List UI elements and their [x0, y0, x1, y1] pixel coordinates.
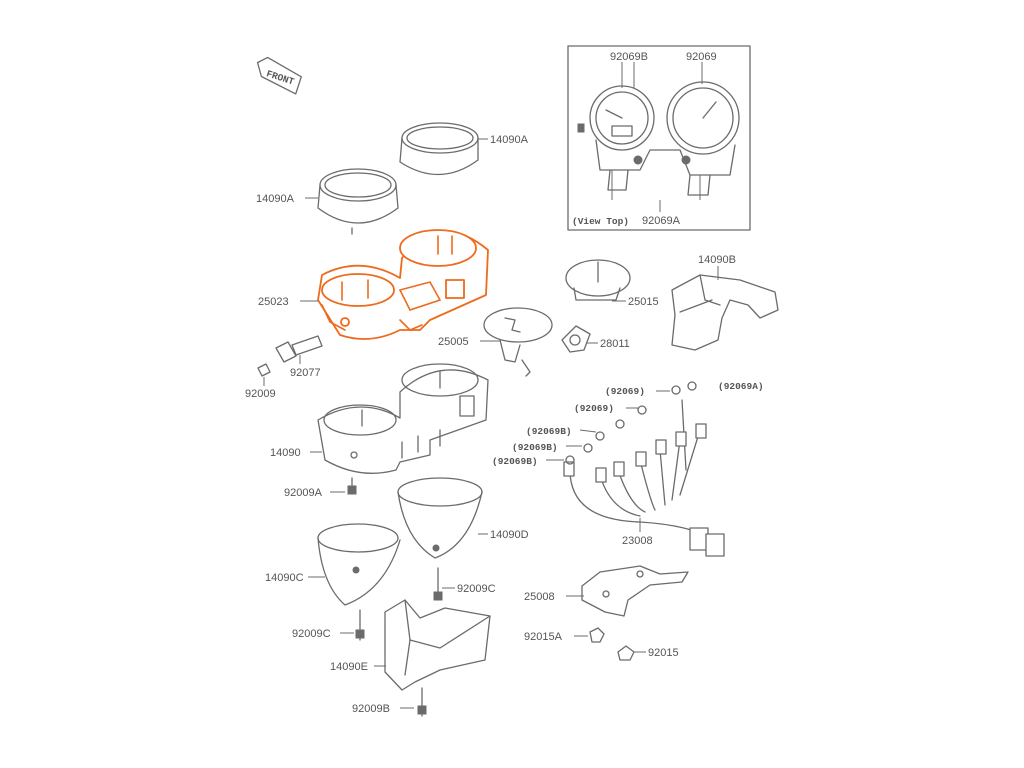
bracket-25008[interactable]: [581, 565, 689, 617]
ring-14090A-left[interactable]: [317, 168, 399, 235]
label-92069-top: 92069: [686, 51, 717, 63]
label-92015: 92015: [648, 647, 679, 659]
label-92077: 92077: [290, 367, 321, 379]
dial-25005[interactable]: [483, 307, 553, 377]
label-14090A-left: 14090A: [256, 193, 295, 205]
label-14090C: 14090C: [265, 572, 304, 584]
meter-case-25023[interactable]: [317, 229, 489, 340]
screw-92009C-left[interactable]: [355, 609, 365, 641]
nut-92015[interactable]: [617, 645, 635, 661]
front-arrow-icon: FRONT: [256, 56, 302, 95]
label-92009A: 92009A: [284, 487, 323, 499]
label-25005: 25005: [438, 336, 469, 348]
label-25008: 25008: [524, 591, 555, 603]
label-w3: (92069): [574, 403, 614, 414]
label-w4: (92069B): [526, 426, 572, 437]
ring-14090A-top[interactable]: [399, 122, 479, 176]
label-w1: (92069): [605, 386, 645, 397]
label-w2: (92069A): [718, 381, 764, 392]
label-view-top: (View Top): [572, 216, 629, 227]
housing-14090[interactable]: [317, 363, 489, 474]
view-top-inset: [567, 45, 751, 231]
label-92069A-top: 92069A: [642, 215, 681, 227]
label-14090A-top: 14090A: [490, 134, 529, 146]
label-92069B-top: 92069B: [610, 51, 648, 63]
label-25015: 25015: [628, 296, 659, 308]
label-92015A: 92015A: [524, 631, 563, 643]
label-14090: 14090: [270, 447, 301, 459]
label-23008: 23008: [622, 535, 653, 547]
cover-14090C[interactable]: [317, 523, 401, 606]
label-w6: (92069B): [492, 456, 538, 467]
light-28011[interactable]: [561, 325, 591, 353]
label-14090B: 14090B: [698, 254, 736, 266]
label-92009C-right: 92009C: [457, 583, 496, 595]
label-92009B: 92009B: [352, 703, 390, 715]
nut-92015A[interactable]: [589, 627, 605, 643]
screw-92009A[interactable]: [347, 477, 357, 495]
gauge-25015[interactable]: [565, 259, 631, 301]
label-w5: (92069B): [512, 442, 558, 453]
bolt-92077[interactable]: [275, 335, 323, 363]
cover-14090E[interactable]: [384, 599, 491, 691]
label-14090E: 14090E: [330, 661, 368, 673]
cover-14090B[interactable]: [671, 274, 779, 351]
harness-23008[interactable]: [563, 381, 725, 557]
screw-92009B[interactable]: [417, 687, 427, 717]
label-28011: 28011: [600, 338, 630, 350]
label-92009: 92009: [245, 388, 276, 400]
label-92009C-left: 92009C: [292, 628, 331, 640]
label-14090D: 14090D: [490, 529, 529, 541]
screw-92009[interactable]: [257, 363, 271, 377]
cover-14090D[interactable]: [397, 477, 483, 559]
label-25023: 25023: [258, 296, 289, 308]
screw-92009C-right[interactable]: [433, 567, 443, 601]
